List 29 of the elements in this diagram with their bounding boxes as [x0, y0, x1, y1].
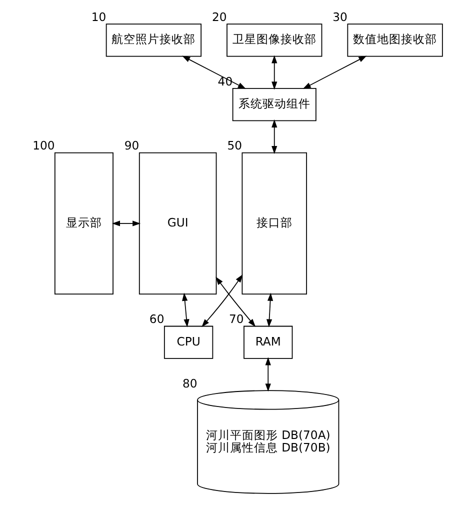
arrow [201, 274, 242, 328]
node-box: 航空照片接收部 [105, 24, 202, 57]
arrow [266, 292, 273, 328]
arrow [182, 292, 189, 328]
node-label: 70 [228, 312, 244, 326]
node-box: CPU [163, 326, 213, 359]
node-box: 数值地图接收部 [346, 24, 442, 57]
arrow [302, 56, 366, 89]
node-box: RAM [243, 326, 292, 359]
node-box: 系统驱动组件 [232, 88, 316, 122]
arrow [111, 220, 140, 226]
node-label: 80 [182, 376, 197, 390]
node-label: 60 [148, 312, 164, 326]
node-label: 10 [90, 10, 106, 24]
node-label: 50 [226, 138, 242, 153]
node-box: 显示部 [54, 152, 113, 295]
node-box: GUI [138, 152, 216, 295]
node-box: 接口部 [241, 152, 306, 295]
arrow [215, 276, 256, 327]
node-box: 卫星图像接收部 [226, 24, 322, 57]
node-label: 20 [212, 10, 226, 24]
arrow [182, 56, 246, 89]
node-label: 30 [332, 10, 347, 24]
arrow [264, 357, 270, 392]
node-label: 40 [217, 74, 232, 88]
node-label: 90 [124, 138, 139, 153]
arrow [271, 55, 277, 90]
arrow [271, 119, 277, 154]
node-label: 100 [32, 138, 54, 153]
